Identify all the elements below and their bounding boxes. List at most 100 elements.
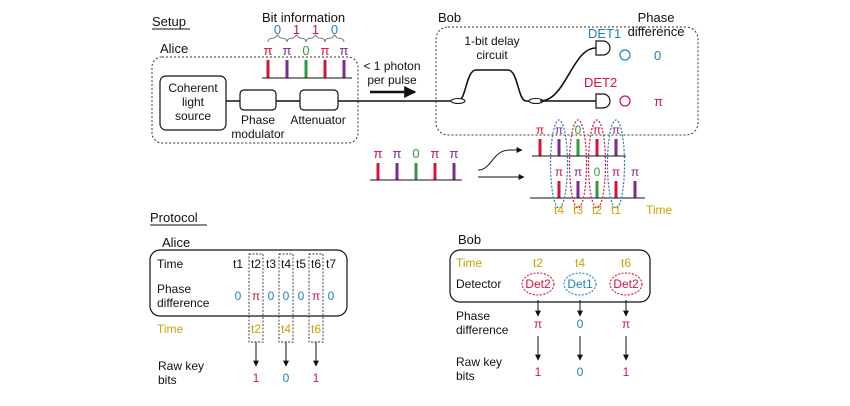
- bit-brace-0: [267, 34, 288, 43]
- alice-time-t1: t1: [233, 257, 243, 271]
- det1-label: DET1: [588, 26, 621, 41]
- bob-raw-bit-2: 1: [623, 365, 630, 379]
- alice-pulse-phase-4: π: [340, 43, 349, 58]
- bob-detector-label: Detector: [456, 277, 501, 291]
- setup-title: Setup: [152, 14, 186, 29]
- photon-label-line1: < 1 photon: [363, 59, 420, 73]
- bit-braces: [267, 34, 345, 43]
- phase-modulator-label-line2: modulator: [231, 127, 284, 141]
- alice-phase-5: π: [312, 289, 320, 303]
- alice-time-t5: t5: [296, 257, 306, 271]
- bit-digit-3: 0: [331, 22, 338, 37]
- bob-detector-circle-0: [521, 272, 555, 296]
- mid-pulse-phase-1: π: [393, 146, 402, 161]
- alice-time-t2: t2: [251, 257, 261, 271]
- bob-down-arrows: [535, 300, 629, 361]
- alice-phase-0: 0: [235, 289, 242, 303]
- alice-raw-bits: 1 0 1: [253, 371, 320, 385]
- source-label-line3: source: [175, 109, 211, 123]
- bob-phase-0: π: [534, 317, 542, 331]
- bob-time-label: Time: [456, 256, 483, 270]
- bob-detector-circle-1: [563, 272, 597, 296]
- protocol-title: Protocol: [150, 210, 198, 225]
- bottom-train-phase-3: π: [612, 165, 620, 179]
- bit-digit-1: 1: [293, 22, 300, 37]
- alice-raw-key-label-line1: Raw key: [158, 359, 204, 373]
- alice-raw-bit-1: 0: [283, 371, 290, 385]
- alice-raw-bit-2: 1: [313, 371, 320, 385]
- alice-selected-t4: t4: [281, 322, 291, 336]
- alice-raw-bit-0: 1: [253, 371, 260, 385]
- alice-selected-times: t2 t4 t6: [251, 322, 321, 336]
- alice-phase-4: 0: [298, 289, 305, 303]
- interference-ellipse-3: [606, 119, 626, 209]
- bob-setup-label: Bob: [438, 10, 461, 25]
- bob-raw-bit-1: 0: [577, 365, 584, 379]
- bob-protocol-box: [449, 249, 651, 303]
- interference-ellipses: [549, 119, 626, 209]
- bob-raw-bit-0: 1: [535, 365, 542, 379]
- alice-phase-label-line2: difference: [157, 296, 210, 310]
- det2-indicator-circle: [619, 95, 631, 107]
- det1-indicator-circle: [619, 49, 631, 61]
- time-slot-t3: t3: [573, 203, 583, 217]
- alice-down-arrows: [253, 342, 319, 367]
- phase-modulator-box: [239, 89, 277, 111]
- alice-pulse-phase-1: π: [283, 43, 292, 58]
- top-train-phase-3: π: [593, 123, 601, 137]
- bottom-train-phase-1: π: [574, 165, 582, 179]
- alice-phase-1: π: [252, 289, 260, 303]
- bottom-train-phase-2: 0: [594, 165, 601, 179]
- alice-time-row-label: Time: [157, 322, 184, 336]
- alice-raw-key-label-line2: bits: [158, 373, 177, 387]
- bit-info-title: Bit information: [262, 10, 345, 25]
- bob-phase-label-line2: difference: [456, 323, 509, 337]
- delay-label-line2: circuit: [476, 48, 508, 62]
- bob-time-t6: t6: [621, 256, 631, 270]
- bob-phase-1: 0: [577, 317, 584, 331]
- source-label-line2: light: [182, 95, 205, 109]
- bob-time-t2: t2: [533, 256, 543, 270]
- alice-protocol-title: Alice: [162, 235, 190, 250]
- top-train-phase-2: 0: [575, 123, 582, 137]
- alice-pulse-phase-0: π: [264, 43, 273, 58]
- det2-detector: [595, 93, 611, 109]
- coupler-1: [450, 98, 466, 104]
- time-axis-label: Time: [646, 203, 673, 217]
- interference-ellipse-1: [568, 119, 588, 209]
- alice-time-label: Time: [157, 257, 184, 271]
- bottom-train-phase-0: π: [555, 165, 563, 179]
- bit-digit-0: 0: [274, 22, 281, 37]
- phase-modulator-label-line1: Phase: [241, 113, 275, 127]
- bob-detector-2: Det2: [613, 277, 639, 291]
- phase-diff-title-line2: difference: [628, 24, 685, 39]
- bob-time-t4: t4: [575, 256, 585, 270]
- alice-phase-2: 0: [268, 289, 275, 303]
- det2-label: DET2: [584, 75, 617, 90]
- alice-selected-t6: t6: [311, 322, 321, 336]
- bit-brace-1: [286, 34, 307, 43]
- alice-pulse-phase-3: π: [321, 43, 330, 58]
- attenuator-box: [299, 89, 339, 111]
- alice-selected-t2: t2: [251, 322, 261, 336]
- mid-pulse-phase-3: π: [431, 146, 440, 161]
- bob-phase-2: π: [622, 317, 630, 331]
- alice-protocol-box: [149, 249, 348, 317]
- top-train-phase-4: π: [612, 123, 620, 137]
- attenuator-label: Attenuator: [290, 113, 345, 127]
- alice-label: Alice: [160, 41, 188, 56]
- alice-phase-3: 0: [283, 289, 290, 303]
- bob-phase-label-line1: Phase: [456, 309, 490, 323]
- bob-detector-0: Det2: [525, 277, 551, 291]
- time-slot-t2: t2: [592, 203, 602, 217]
- det2-phase: π: [654, 94, 663, 109]
- alice-time-t7: t7: [326, 257, 336, 271]
